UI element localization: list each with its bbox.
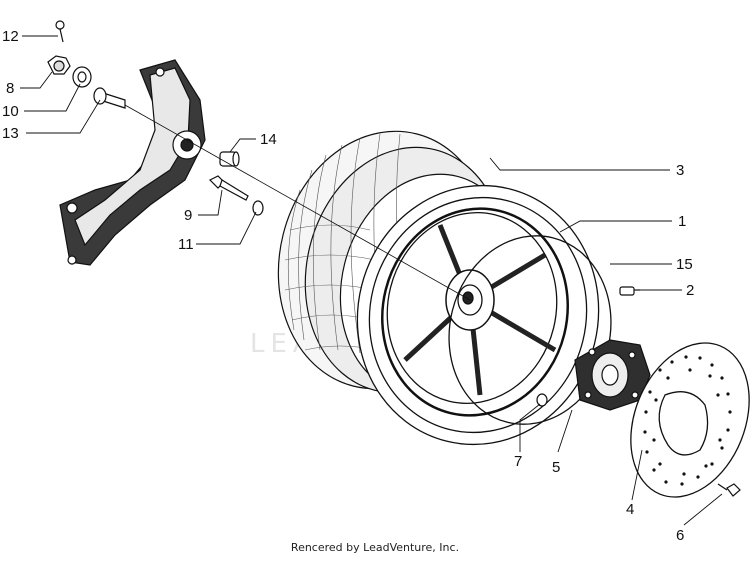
callout-11: 11	[178, 236, 194, 253]
brake-disc	[630, 342, 750, 498]
bushing	[536, 393, 548, 407]
render-credit: Rencered by LeadVenture, Inc.	[290, 541, 460, 554]
callout-7: 7	[514, 453, 522, 470]
leader-lines	[20, 35, 723, 526]
assembly-axis-line	[124, 104, 471, 301]
cotter-pin	[55, 20, 65, 43]
disc-bolt	[717, 483, 741, 497]
axle	[93, 87, 126, 109]
callout-5: 5	[552, 459, 560, 476]
spacer	[219, 151, 240, 167]
callout-3: 3	[676, 162, 684, 179]
callout-2: 2	[686, 282, 694, 299]
callout-4: 4	[626, 501, 634, 518]
washer-small	[252, 200, 264, 216]
callout-12: 12	[2, 28, 19, 45]
hub-flange	[574, 339, 651, 411]
nut	[47, 55, 71, 75]
callout-6: 6	[676, 527, 684, 544]
callout-15: 15	[676, 256, 693, 273]
bolt	[208, 175, 249, 201]
washer	[72, 66, 92, 88]
callout-10: 10	[2, 103, 19, 120]
swingarm-bracket	[59, 59, 206, 266]
callout-8: 8	[6, 80, 14, 97]
valve	[619, 286, 640, 296]
callout-9: 9	[184, 207, 192, 224]
callout-14: 14	[260, 131, 277, 148]
callout-13: 13	[2, 125, 19, 142]
wheel-rim	[356, 184, 600, 446]
callout-1: 1	[678, 213, 686, 230]
